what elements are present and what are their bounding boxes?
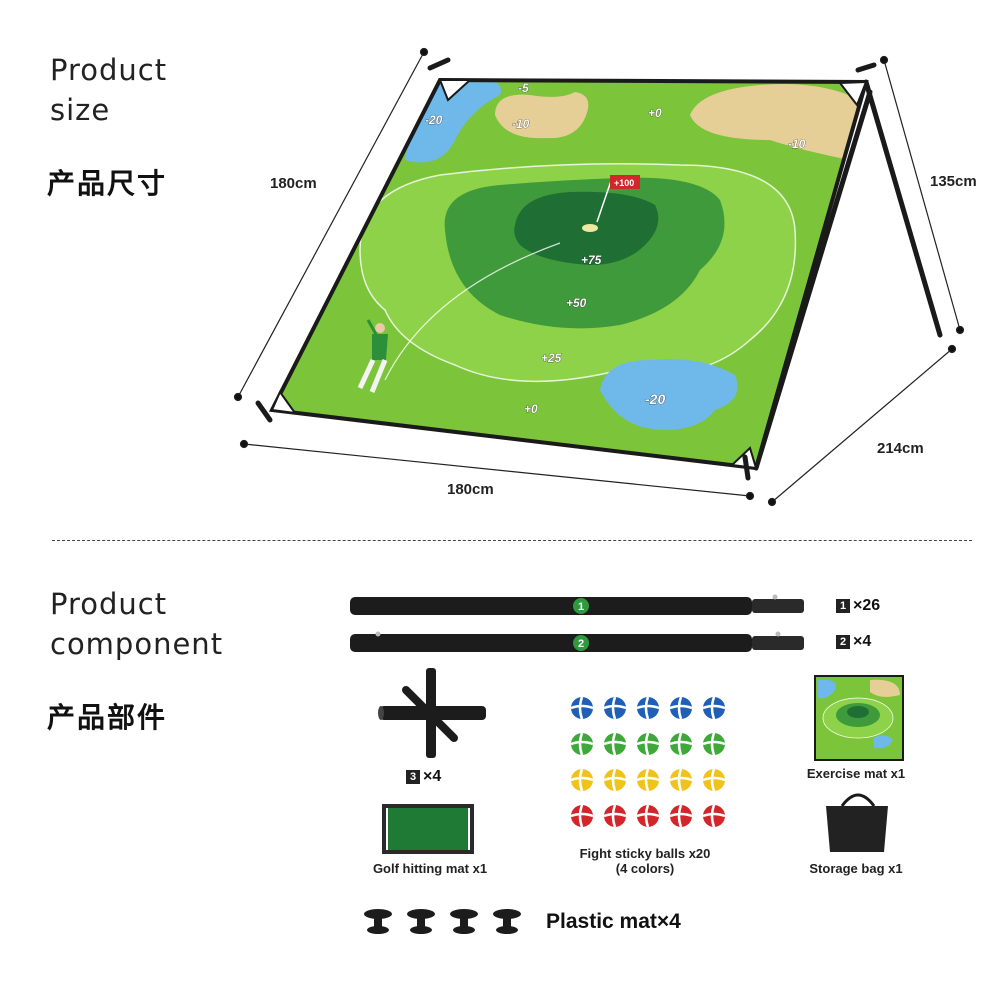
- sticky-ball: [636, 804, 660, 828]
- dimension-right-top-label: 135cm: [930, 173, 977, 190]
- sticky-balls-note: (4 colors): [615, 861, 675, 876]
- sticky-ball: [702, 768, 726, 792]
- sticky-ball: [603, 696, 627, 720]
- sticky-ball: [669, 732, 693, 756]
- sand-bunker-right: [690, 84, 860, 160]
- sticky-balls-caption: Fight sticky balls x20: [579, 846, 711, 861]
- storage-bag-caption: Storage bag x1: [809, 861, 903, 876]
- cross-connector: [378, 668, 486, 758]
- sticky-ball: [702, 696, 726, 720]
- back-pole-top: [863, 79, 943, 338]
- score-top-plus0: +0: [648, 106, 662, 120]
- exercise-mat-caption: Exercise mat x1: [806, 766, 906, 781]
- component-heading-en: Product component: [50, 587, 224, 661]
- plastic-mats: [364, 909, 521, 934]
- connector-qty: ×4: [423, 768, 442, 785]
- golf-hitting-mat-image: [382, 804, 474, 854]
- sticky-ball: [636, 696, 660, 720]
- size-heading-en: Product size: [50, 53, 168, 127]
- pole-1: [350, 594, 804, 615]
- sticky-ball: [669, 768, 693, 792]
- sticky-ball: [570, 768, 594, 792]
- score-plus25: +25: [541, 351, 562, 365]
- section-divider: [52, 540, 972, 541]
- golf-hitting-mat-caption: Golf hitting mat x1: [372, 861, 488, 876]
- score-pond-minus20: -20: [645, 391, 665, 407]
- storage-bag-image: [826, 793, 888, 852]
- pole-1-quantity: 1 ×26: [836, 597, 880, 615]
- connector-quantity: 3 ×4: [406, 768, 441, 786]
- component-heading-cn: 产品部件: [47, 701, 168, 734]
- dimension-right-bottom-label: 214cm: [877, 440, 924, 457]
- score-plus50: +50: [566, 296, 587, 310]
- size-heading-cn: 产品尺寸: [47, 167, 168, 200]
- sticky-ball: [636, 732, 660, 756]
- connector-badge: 3: [406, 770, 420, 784]
- sticky-ball: [603, 732, 627, 756]
- pole-2-quantity: 2 ×4: [836, 633, 871, 651]
- score-top-left: -20: [425, 113, 443, 127]
- pond-hazard: [600, 359, 738, 430]
- score-minus5: -5: [518, 81, 529, 95]
- score-bottom-plus0: +0: [524, 402, 538, 416]
- golfer-figure: [357, 319, 388, 393]
- dimension-bottom-label: 180cm: [447, 481, 494, 498]
- pole-2-badge: 2: [836, 635, 850, 649]
- flag: [582, 175, 640, 232]
- pole-2-number: 2: [578, 638, 584, 650]
- sticky-ball: [702, 732, 726, 756]
- sticky-ball: [570, 696, 594, 720]
- pole-1-number: 1: [578, 601, 584, 613]
- sticky-ball: [570, 804, 594, 828]
- pole-1-qty: ×26: [853, 597, 881, 614]
- chipping-mat-illustration: -20 -5 -10 +0 -10 +75 +50 +25 +0 -20 +10…: [255, 57, 943, 481]
- pole-2: [350, 631, 804, 652]
- sticky-balls-grid: [570, 696, 726, 828]
- sticky-ball: [636, 768, 660, 792]
- score-minus10: -10: [512, 117, 530, 131]
- score-plus75: +75: [581, 253, 602, 267]
- sticky-ball: [669, 696, 693, 720]
- sticky-ball: [669, 804, 693, 828]
- sticky-ball: [603, 768, 627, 792]
- pole-1-badge: 1: [836, 599, 850, 613]
- plastic-mat-label: Plastic mat×4: [546, 910, 681, 933]
- sticky-ball: [570, 732, 594, 756]
- pole-2-qty: ×4: [853, 633, 872, 650]
- sand-bunker-left: [495, 92, 589, 139]
- sticky-ball: [603, 804, 627, 828]
- sticky-ball: [702, 804, 726, 828]
- dimension-left-label: 180cm: [270, 175, 317, 192]
- score-top-right-minus10: -10: [788, 137, 806, 151]
- exercise-mat-thumbnail: [814, 675, 904, 761]
- score-flag-plus100: +100: [614, 178, 634, 188]
- dimension-lines: [233, 47, 965, 507]
